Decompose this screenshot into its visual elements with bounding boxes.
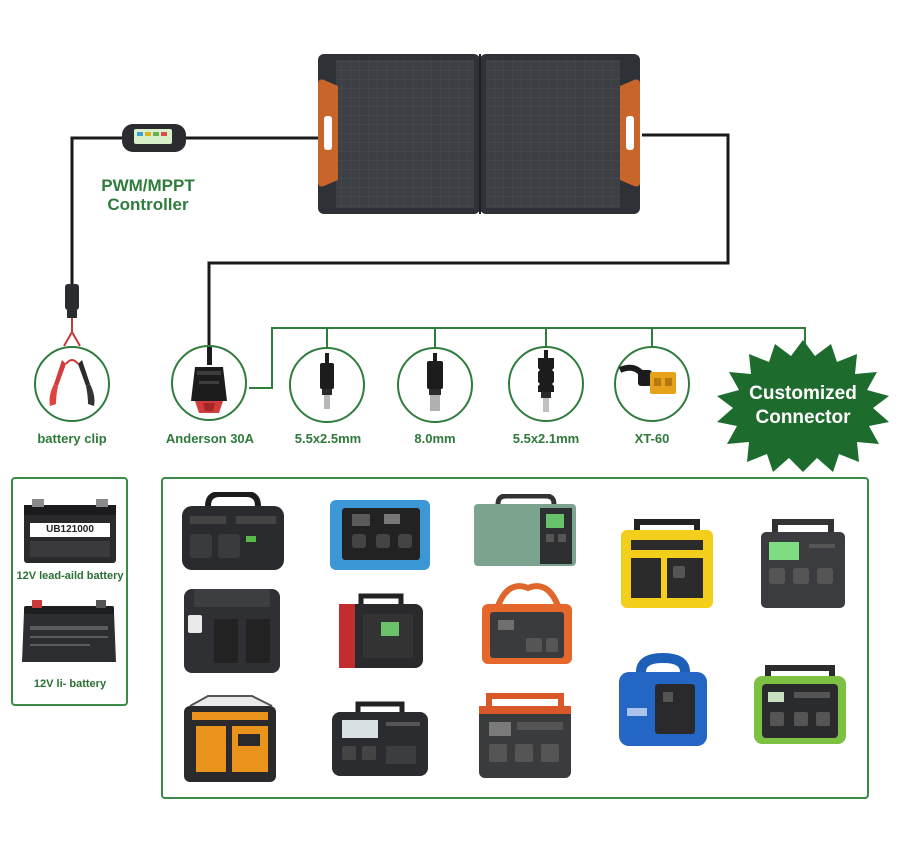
- dc-5521-circle: [508, 346, 584, 422]
- panel-to-anderson-cable: [207, 133, 730, 348]
- customized-starburst: [717, 340, 889, 472]
- controller-to-clip-cable: [70, 136, 124, 290]
- power-station-image: [479, 693, 571, 778]
- dc-5525-label: 5.5x2.5mm: [294, 431, 362, 446]
- power-station-image: [619, 652, 707, 746]
- power-station-image: [339, 593, 423, 668]
- lead-acid-battery-label: 12V lead-aild battery: [16, 570, 124, 582]
- left-handle: [318, 79, 338, 187]
- power-station-image: [332, 701, 428, 776]
- power-station-image: [754, 665, 846, 744]
- dc-plug-icon: [538, 350, 554, 412]
- battery-clip-icon: [49, 359, 95, 406]
- dc-5521-label: 5.5x2.1mm: [512, 431, 580, 446]
- xt60-label: XT-60: [634, 431, 670, 446]
- power-station-image: [482, 583, 572, 664]
- customized-connector-text: Customized Connector: [713, 382, 893, 430]
- dc-plug-icon: [427, 353, 443, 411]
- controller-label-line1: PWM/MPPT: [101, 176, 195, 195]
- lead-acid-case-text: UB121000: [46, 524, 94, 535]
- lead-acid-battery-image: [24, 499, 116, 563]
- power-station-image: [184, 589, 280, 673]
- dc-80-circle: [397, 347, 473, 423]
- right-handle: [620, 79, 640, 187]
- green-connector-tree: [249, 327, 806, 389]
- xt60-plug-icon: [618, 364, 676, 394]
- cable-fuse: [63, 284, 81, 347]
- battery-clip-label: battery clip: [37, 431, 107, 446]
- black-cables: [70, 133, 730, 348]
- xt60-circle: [614, 346, 690, 422]
- lithium-battery-image: [22, 600, 116, 662]
- power-station-image: [184, 695, 276, 782]
- solar-panel: [318, 54, 640, 214]
- controller-label: PWM/MPPT Controller: [78, 176, 218, 214]
- battery-clip-circle: [34, 346, 110, 422]
- power-station-image: [330, 500, 430, 570]
- customized-line1: Customized: [749, 383, 857, 404]
- anderson-plug-icon: [191, 347, 227, 413]
- controller-device: [122, 124, 186, 152]
- anderson-label: Anderson 30A: [165, 431, 255, 446]
- customized-line2: Connector: [755, 407, 851, 428]
- anderson-circle: [171, 345, 247, 421]
- controller-label-line2: Controller: [107, 195, 189, 214]
- power-station-image: [621, 519, 713, 608]
- dc-5525-circle: [289, 347, 365, 423]
- dc-plug-icon: [320, 353, 334, 409]
- dc-80-label: 8.0mm: [414, 431, 456, 446]
- lithium-battery-label: 12V li- battery: [33, 678, 107, 690]
- power-station-image: [761, 519, 845, 608]
- power-station-image: [182, 492, 284, 570]
- power-station-image: [474, 494, 576, 566]
